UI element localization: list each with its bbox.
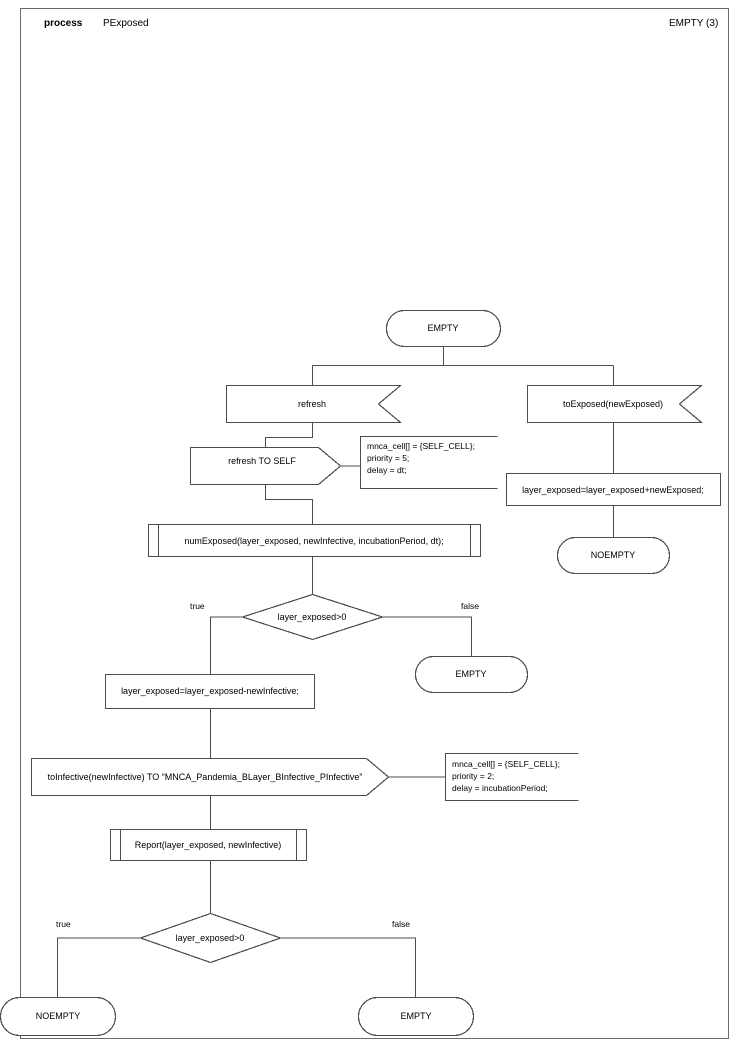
state-noempty-right-shape (556, 536, 671, 575)
state-noempty-bottom-shape (0, 996, 117, 1037)
task-sub-infective-label[interactable]: layer_exposed=layer_exposed-newInfective… (121, 686, 299, 696)
start-branch-connector (311, 346, 615, 386)
page-title: PExposed (103, 18, 149, 29)
decision-top-false-connector (382, 616, 473, 657)
process-frame (19, 7, 730, 1040)
header-keyword: process (44, 18, 83, 29)
comment-bracket-infective (444, 752, 579, 802)
decision-bottom-false-label: false (392, 919, 410, 929)
input-toexposed-label[interactable]: toExposed(newExposed) (562, 399, 664, 409)
input-toexposed-shape (526, 384, 704, 424)
output-refresh-self-label[interactable]: refresh TO SELF (228, 456, 296, 466)
decision-top-true-connector (209, 616, 243, 675)
task-add-exposed-label[interactable]: layer_exposed=layer_exposed+newExposed; (522, 485, 704, 495)
input-refresh-label[interactable]: refresh (297, 399, 327, 409)
output-refresh-self-shape (189, 446, 342, 486)
decision-top-shape (240, 593, 385, 641)
start-state-shape (385, 309, 502, 348)
decision-top-label[interactable]: layer_exposed>0 (277, 612, 347, 622)
call-num-exposed-shape (147, 523, 482, 558)
state-noempty-bottom-label[interactable]: NOEMPTY (35, 1011, 81, 1021)
output-to-infective-label[interactable]: toInfective(newInfective) TO “MNCA_Pande… (47, 772, 363, 782)
decision-top-true-label: true (190, 601, 205, 611)
refresh-to-self-connector-out (264, 484, 314, 525)
state-noempty-right-label[interactable]: NOEMPTY (590, 550, 636, 560)
comment-bracket-refresh (359, 435, 498, 490)
input-refresh-shape (225, 384, 403, 424)
refresh-to-self-connector-in (264, 422, 314, 448)
decision-bottom-true-label: true (56, 919, 71, 929)
decision-top-false-label: false (461, 601, 479, 611)
decision-bottom-false-connector (280, 937, 417, 998)
start-state-label[interactable]: EMPTY (427, 323, 459, 333)
comment-refresh-text: mnca_cell[] = {SELF_CELL}; priority = 5;… (367, 441, 475, 475)
state-empty-bottom-label[interactable]: EMPTY (400, 1011, 432, 1021)
call-report-label[interactable]: Report(layer_exposed, newInfective) (134, 840, 282, 850)
call-num-exposed-label[interactable]: numExposed(layer_exposed, newInfective, … (184, 536, 444, 546)
decision-bottom-shape (138, 912, 283, 964)
output-to-infective-shape (30, 757, 390, 797)
state-empty-bottom-shape (357, 996, 475, 1037)
call-report-shape (109, 828, 308, 862)
decision-bottom-label[interactable]: layer_exposed>0 (175, 933, 245, 943)
state-empty-mid-shape (414, 655, 529, 694)
header-state-count: EMPTY (3) (669, 18, 719, 29)
comment-infective-text: mnca_cell[] = {SELF_CELL}; priority = 2;… (452, 759, 560, 793)
state-empty-mid-label[interactable]: EMPTY (455, 669, 487, 679)
decision-bottom-true-connector (56, 937, 141, 998)
